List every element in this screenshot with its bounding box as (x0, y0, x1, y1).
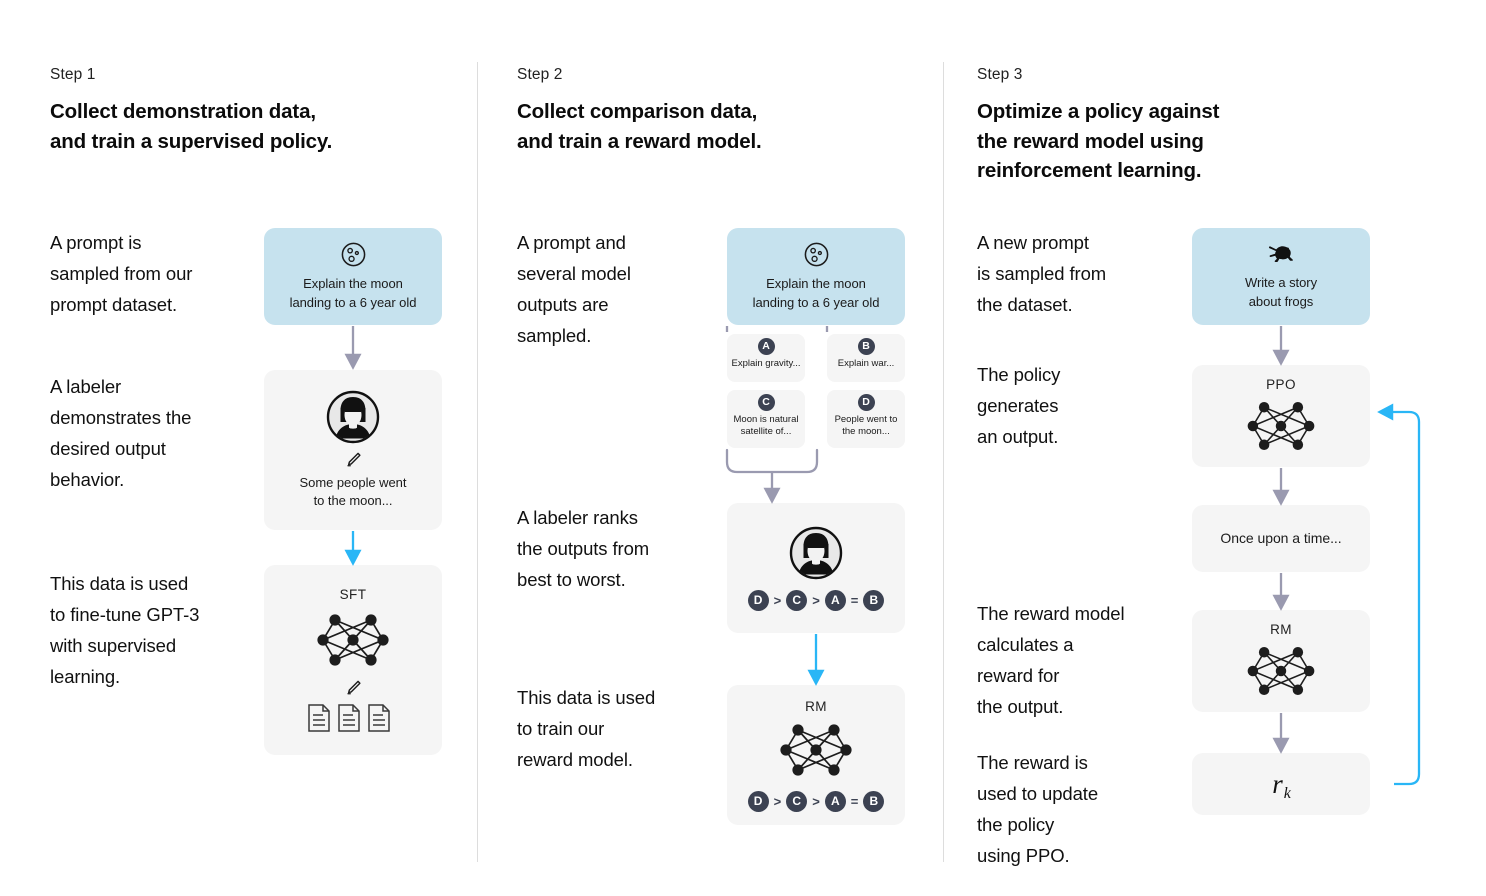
demonstration-caption: Some people went to the moon... (299, 474, 407, 508)
option-badge-b: B (857, 338, 875, 355)
rm-rank-op-3: = (850, 793, 859, 809)
prompt-card-caption-step2: Explain the moon landing to a 6 year old (752, 276, 880, 310)
column-divider-1 (477, 62, 478, 862)
rank-op-2: > (812, 592, 820, 608)
ppo-policy-card[interactable]: PPO (1192, 365, 1370, 467)
moon-icon (340, 241, 367, 268)
paragraph-1-1: A prompt is sampled from our prompt data… (50, 232, 193, 315)
reward-symbol: r (1272, 768, 1283, 799)
paragraph-2-2: A labeler ranks the outputs from best to… (517, 507, 650, 590)
rank-op-1: > (773, 592, 782, 608)
paragraph-3-4: The reward is used to update the policy … (977, 752, 1099, 866)
option-badge-a: A (757, 338, 775, 355)
rank-op-3: = (850, 592, 859, 608)
option-badge-d: D (857, 394, 875, 411)
option-card-b[interactable]: B Explain war... (827, 334, 905, 382)
policy-output-card[interactable]: Once upon a time... (1192, 505, 1370, 572)
paragraph-1-2: A labeler demonstrates the desired outpu… (50, 376, 192, 490)
labeler-ranking-card[interactable]: D > C > A = B (727, 503, 905, 633)
reward-formula: r k (1272, 768, 1291, 802)
column-step-1: Step 1 Collect demonstration data, and t… (50, 0, 470, 896)
paragraph-3-3: The reward model calculates a reward for… (977, 603, 1125, 717)
paragraph-3-2: The policy generates an output. (977, 364, 1061, 447)
step-label-3: Step 3 (977, 66, 1023, 83)
prompt-card-caption-step3: Write a story about frogs (1244, 275, 1318, 309)
neural-net-icon (1243, 641, 1319, 701)
step-label-2: Step 2 (517, 66, 563, 83)
option-label-b: Explain war... (837, 358, 895, 369)
reward-subscript: k (1283, 784, 1291, 802)
rm-rank-badge-3: A (824, 790, 846, 812)
column-step-2: Step 2 Collect comparison data, and trai… (517, 0, 937, 896)
documents-icon (307, 703, 399, 733)
sft-title: SFT (339, 587, 367, 602)
moon-icon (803, 241, 830, 268)
neural-net-icon (315, 608, 391, 672)
rank-badge-2: C (786, 589, 808, 611)
labeler-avatar-icon (789, 526, 843, 580)
option-label-d: People went to the moon... (834, 414, 898, 437)
rm-title-step2: RM (805, 698, 827, 714)
rank-badge-4: B (863, 589, 885, 611)
prompt-card-step2[interactable]: Explain the moon landing to a 6 year old (727, 228, 905, 325)
reward-value-card[interactable]: r k (1192, 753, 1370, 815)
rm-rank-badge-4: B (863, 790, 885, 812)
option-label-c: Moon is natural satellite of... (733, 414, 799, 437)
paragraph-3-1: A new prompt is sampled from the dataset… (977, 232, 1107, 315)
reward-model-card-step3[interactable]: RM (1192, 610, 1370, 712)
prompt-card-caption-step1: Explain the moon landing to a 6 year old (289, 276, 417, 310)
reward-model-card-step2[interactable]: RM D (727, 685, 905, 825)
neural-net-icon (778, 718, 854, 782)
rm-rank-badge-1: D (747, 790, 769, 812)
step-title-2: Collect comparison data, and train a rew… (517, 100, 762, 153)
neural-net-icon (1243, 396, 1319, 456)
prompt-card-step1[interactable]: Explain the moon landing to a 6 year old (264, 228, 442, 325)
rank-badge-1: D (747, 589, 769, 611)
column-divider-2 (943, 62, 944, 862)
option-card-a[interactable]: A Explain gravity... (727, 334, 805, 382)
column-step-3: Step 3 Optimize a policy against the rew… (977, 0, 1417, 896)
pencil-icon (344, 678, 363, 697)
labeler-avatar-icon (326, 390, 380, 444)
step-label-1: Step 1 (50, 66, 96, 83)
option-badge-c: C (757, 394, 775, 411)
option-label-a: Explain gravity... (731, 358, 801, 369)
demonstration-card[interactable]: Some people went to the moon... (264, 370, 442, 530)
policy-output-text: Once upon a time... (1220, 529, 1342, 546)
step-title-1: Collect demonstration data, and train a … (50, 100, 333, 153)
paragraph-2-1: A prompt and several model outputs are s… (517, 232, 631, 346)
option-card-d[interactable]: D People went to the moon... (827, 390, 905, 448)
rm-rank-op-1: > (773, 793, 782, 809)
sft-model-card[interactable]: SFT (264, 565, 442, 755)
option-card-c[interactable]: C Moon is natural satellite of... (727, 390, 805, 448)
rm-rank-badge-2: C (786, 790, 808, 812)
rm-rank-op-2: > (812, 793, 820, 809)
pencil-icon (344, 450, 363, 469)
ppo-title: PPO (1266, 376, 1296, 392)
paragraph-2-3: This data is used to train our reward mo… (517, 687, 656, 770)
ranking-row-rm: D > C > A = B (747, 790, 885, 812)
frog-icon (1264, 242, 1298, 266)
ranking-row-labeler: D > C > A = B (747, 589, 885, 611)
prompt-card-step3[interactable]: Write a story about frogs (1192, 228, 1370, 325)
rm-title-step3: RM (1270, 621, 1292, 637)
step-title-3: Optimize a policy against the reward mod… (977, 100, 1220, 183)
rank-badge-3: A (824, 589, 846, 611)
paragraph-1-3: This data is used to fine-tune GPT-3 wit… (50, 573, 200, 687)
